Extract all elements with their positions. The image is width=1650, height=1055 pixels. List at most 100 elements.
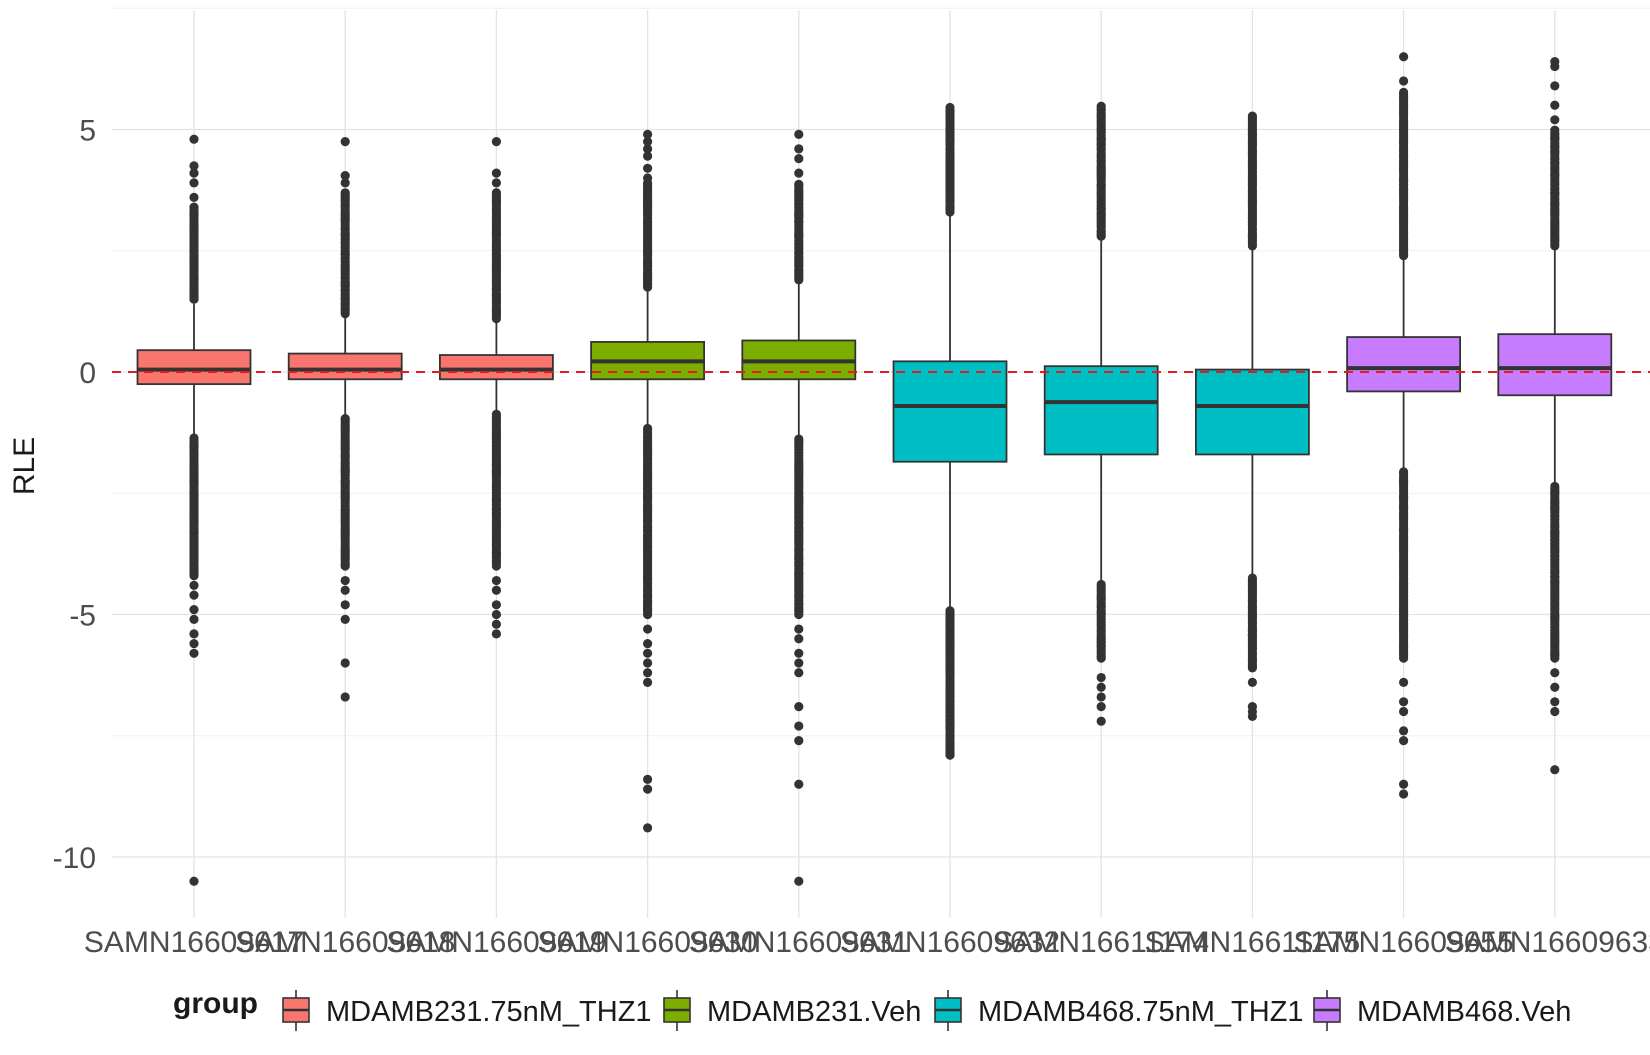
- outlier-point: [491, 609, 501, 620]
- outlier-point: [794, 648, 804, 658]
- outlier-point: [1550, 668, 1560, 678]
- outlier-point: [643, 129, 653, 139]
- outlier-point: [340, 658, 350, 668]
- outlier-point: [189, 876, 199, 886]
- y-tick-label: -5: [69, 600, 96, 633]
- x-tick-label: SAMN16609617: [84, 926, 304, 959]
- outlier-point: [1550, 81, 1560, 91]
- x-tick-label: SAMN16611175: [1145, 926, 1361, 959]
- box-body: [287, 352, 403, 381]
- box-SAMN16609618: [287, 137, 403, 702]
- box-body: [1497, 333, 1613, 397]
- outlier-point: [1399, 76, 1409, 86]
- outlier-point: [794, 179, 804, 189]
- outlier-point: [794, 721, 804, 731]
- outlier-point: [643, 137, 653, 147]
- outlier-point: [189, 580, 199, 591]
- outlier-point: [340, 137, 350, 147]
- outlier-point: [491, 585, 501, 595]
- outlier-point: [1399, 697, 1409, 707]
- legend-label: MDAMB231.75nM_THZ1: [326, 996, 652, 1028]
- outlier-point: [1550, 697, 1560, 707]
- outlier-point: [189, 168, 199, 178]
- box-SAMN16609655: [1346, 52, 1461, 799]
- outlier-point: [340, 575, 350, 586]
- outlier-point: [189, 433, 199, 443]
- y-tick-label: -10: [53, 842, 96, 875]
- outlier-point: [1247, 111, 1257, 121]
- outlier-point: [189, 590, 199, 600]
- outlier-point: [1096, 692, 1106, 702]
- outlier-point: [189, 202, 199, 212]
- outlier-point: [945, 606, 955, 616]
- outlier-point: [1096, 101, 1106, 111]
- outlier-point: [643, 639, 653, 649]
- outlier-point: [643, 648, 653, 658]
- box-SAMN16609632: [892, 102, 1008, 760]
- outlier-point: [1096, 702, 1106, 712]
- legend-label: MDAMB468.Veh: [1357, 996, 1571, 1028]
- outlier-point: [491, 178, 501, 188]
- outlier-point: [491, 600, 501, 610]
- y-tick-label: 0: [79, 357, 96, 390]
- outlier-point: [1399, 789, 1409, 799]
- box-SAMN16609633: [1497, 57, 1613, 775]
- outlier-point: [794, 658, 804, 668]
- outlier-point: [794, 144, 804, 154]
- outlier-point: [1550, 706, 1560, 717]
- outlier-point: [1399, 677, 1409, 688]
- outlier-point: [1399, 87, 1409, 97]
- outlier-point: [1550, 125, 1560, 135]
- outlier-point: [794, 624, 804, 634]
- outlier-point: [189, 192, 199, 202]
- outlier-point: [189, 648, 199, 658]
- box-SAMN16609617: [136, 134, 252, 886]
- outlier-point: [189, 605, 199, 615]
- outlier-point: [1550, 481, 1560, 492]
- x-tick-label: SAMN16609632: [840, 926, 1060, 959]
- outlier-point: [1399, 736, 1409, 746]
- outlier-point: [340, 414, 350, 424]
- outlier-point: [491, 629, 501, 639]
- outlier-point: [643, 774, 653, 785]
- outlier-point: [1550, 100, 1560, 110]
- outlier-point: [643, 144, 653, 154]
- outlier-point: [1096, 579, 1106, 590]
- outlier-point: [643, 668, 653, 678]
- outlier-point: [189, 614, 199, 624]
- box-body: [438, 354, 554, 381]
- x-tick-label: SAMN16609633: [1445, 926, 1650, 959]
- outlier-point: [340, 188, 350, 198]
- outlier-point: [794, 129, 804, 139]
- outlier-point: [1247, 677, 1257, 688]
- outlier-point: [794, 434, 804, 444]
- outlier-point: [340, 600, 350, 610]
- outlier-point: [1096, 716, 1106, 726]
- outlier-point: [794, 779, 804, 789]
- outlier-point: [643, 423, 653, 434]
- outlier-point: [340, 585, 350, 595]
- legend-item-MDAMB468.75nM_THZ1: MDAMB468.75nM_THZ1: [934, 990, 1304, 1031]
- outlier-point: [491, 188, 501, 198]
- outlier-point: [491, 168, 501, 178]
- outlier-point: [189, 161, 199, 171]
- y-tick-label: 5: [79, 115, 96, 148]
- outlier-point: [643, 173, 653, 183]
- x-tick-label: SAMN16609619: [386, 926, 606, 959]
- outlier-point: [643, 658, 653, 668]
- outlier-point: [189, 639, 199, 649]
- legend-item-MDAMB231.75nM_THZ1: MDAMB231.75nM_THZ1: [282, 990, 652, 1031]
- box-SAMN16609630: [590, 129, 705, 833]
- outlier-point: [794, 668, 804, 678]
- outlier-point: [794, 876, 804, 886]
- box-SAMN16611174: [1043, 101, 1159, 726]
- outlier-point: [794, 736, 804, 746]
- outlier-point: [491, 575, 501, 586]
- x-tick-label: SAMN16609631: [689, 926, 909, 959]
- y-axis: 5 0 -5 -10: [53, 115, 96, 876]
- outlier-point: [340, 614, 350, 624]
- outlier-point: [643, 677, 653, 688]
